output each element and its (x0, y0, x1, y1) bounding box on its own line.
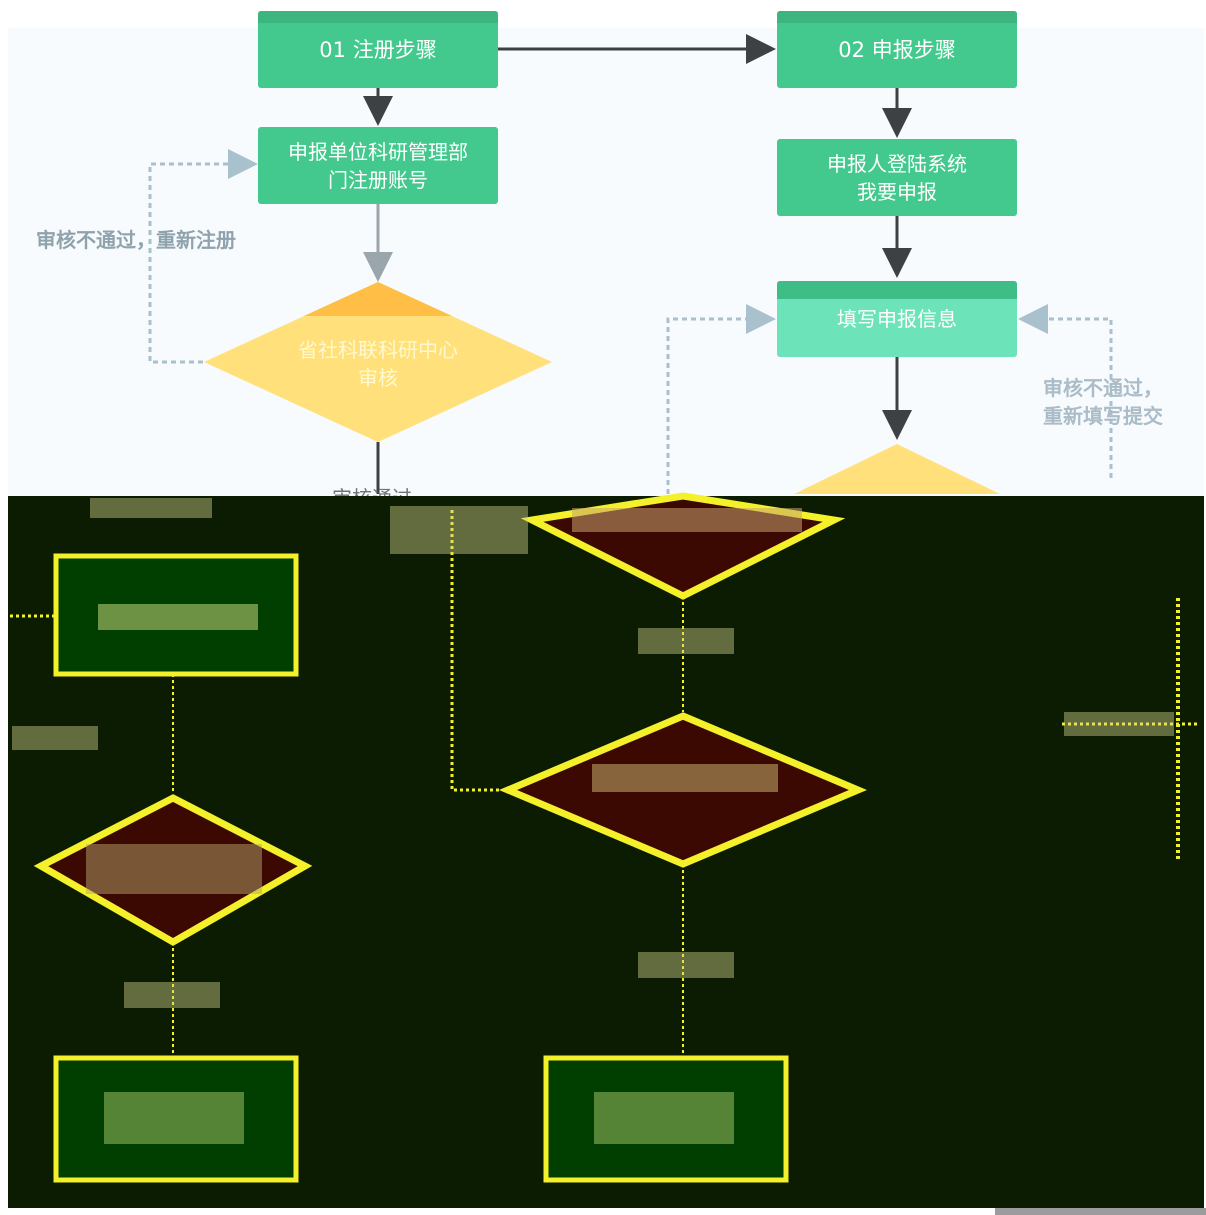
glitch-text-block (90, 498, 212, 518)
step2-node: 02 申报步骤 (777, 11, 1017, 88)
glitch-text-block (98, 604, 258, 630)
glitch-text-block (594, 1092, 734, 1144)
glitch-layer (10, 492, 1200, 1183)
glitch-text-block (12, 726, 98, 750)
register-account-label: 申报单位科研管理部 门注册账号 (288, 139, 468, 192)
glitch-text-block (638, 628, 734, 654)
glitch-text-block (390, 506, 528, 554)
dashed-reject-fill-right (1018, 304, 1113, 478)
review-diamond-2 (794, 444, 1000, 494)
step1-node: 01 注册步骤 (258, 11, 498, 88)
bottom-strip (995, 1208, 1206, 1215)
glitch-text-block (124, 982, 220, 1008)
glitch-text-block (1064, 712, 1174, 736)
node-header-bar (777, 281, 1017, 299)
login-label: 申报人登陆系统 我要申报 (827, 151, 967, 204)
glitch-text-block (592, 764, 778, 792)
glitch-text-block (572, 508, 802, 532)
review-center-label: 省社科联科研中心 审核 (298, 338, 458, 390)
node-header-bar (777, 11, 1017, 23)
dashed-reject-fill-left (666, 304, 776, 494)
fill-info-label: 填写申报信息 (837, 307, 957, 331)
glitch-text-block (638, 952, 734, 978)
glitch-text-block (104, 1092, 244, 1144)
glitch-text-block (86, 844, 262, 894)
passed-label: 审核通过 (332, 484, 412, 496)
review-diamond (204, 282, 552, 442)
reject-register-label: 审核不通过，重新注册 (36, 228, 236, 252)
step2-label: 02 申报步骤 (838, 37, 956, 62)
flowchart-canvas (8, 28, 1204, 496)
node-header-bar (258, 11, 498, 23)
dashed-reject-register (148, 149, 258, 364)
fill-info-node: 填写申报信息 (777, 281, 1017, 357)
reject-fill-label: 审核不通过， 重新填写提交 (1043, 376, 1163, 428)
login-node: 申报人登陆系统 我要申报 (777, 139, 1017, 216)
review-diamond-top (304, 282, 452, 316)
step1-label: 01 注册步骤 (319, 37, 437, 62)
register-account-node: 申报单位科研管理部 门注册账号 (258, 127, 498, 204)
